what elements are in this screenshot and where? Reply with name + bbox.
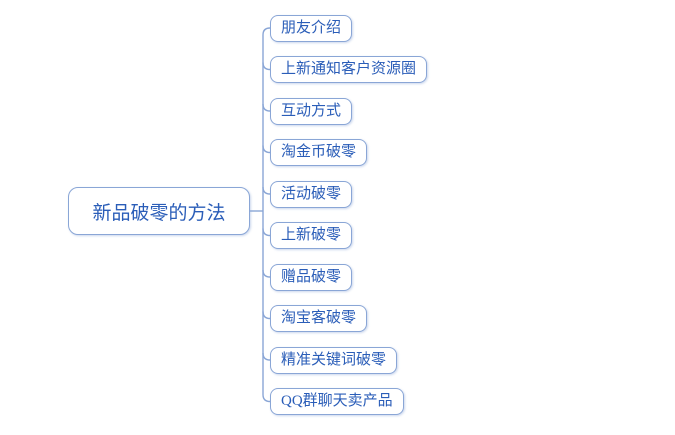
mindmap-node-7[interactable]: 赠品破零 [270,263,353,291]
mindmap-node-label: QQ群聊天卖产品 [281,393,393,409]
mindmap-node-label: 活动破零 [281,185,342,202]
mindmap-node-9[interactable]: 精准关键词破零 [270,346,398,374]
mindmap-node-5[interactable]: 活动破零 [270,180,353,208]
connector-line [262,62,271,71]
mindmap-node-10[interactable]: QQ群聊天卖产品 [270,388,404,415]
mindmap-node-label: 朋友介绍 [281,19,342,36]
connector-line [262,269,271,278]
mindmap-root-label: 新品破零的方法 [92,202,226,224]
mindmap-node-4[interactable]: 淘金币破零 [270,139,368,166]
mindmap-node-6[interactable]: 上新破零 [270,222,353,249]
mindmap-root-node[interactable]: 新品破零的方法 [68,187,250,235]
connector-line [262,145,271,154]
mindmap-node-3[interactable]: 互动方式 [270,97,353,125]
mindmap-node-label: 精准关键词破零 [281,351,387,368]
connector-line [262,186,271,195]
connector-line [262,311,271,320]
mindmap-node-label: 上新破零 [281,227,342,243]
mindmap-node-label: 上新通知客户资源圈 [281,61,417,77]
mindmap-node-label: 互动方式 [281,102,342,119]
connector-line [262,27,271,403]
connector-line [262,103,271,112]
mindmap-node-label: 赠品破零 [281,268,342,285]
mindmap-node-8[interactable]: 淘宝客破零 [270,305,368,332]
connector-line [262,228,271,237]
connector-line [262,352,271,361]
mindmap-node-label: 淘宝客破零 [281,310,357,326]
mindmap-node-label: 淘金币破零 [281,144,357,160]
mindmap-node-1[interactable]: 朋友介绍 [270,14,353,42]
mindmap-node-2[interactable]: 上新通知客户资源圈 [270,56,428,83]
